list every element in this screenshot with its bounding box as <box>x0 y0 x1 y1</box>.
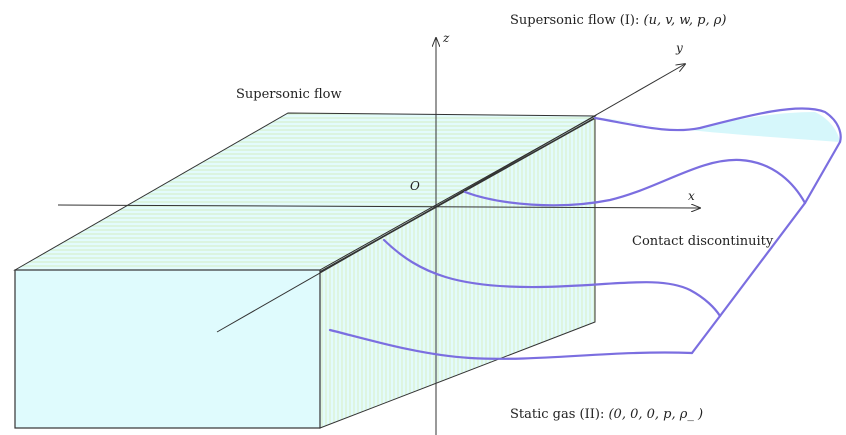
label-static-gas-vars: (0, 0, 0, p, ρ_ ) <box>608 407 703 422</box>
label-static-gas-prefix: Static gas (II): <box>510 407 608 422</box>
contact-sheet-fill <box>595 112 840 142</box>
box-edge-double <box>319 117 596 273</box>
label-y-axis: y <box>675 41 683 55</box>
curve-middle <box>382 238 722 318</box>
label-x-axis: x <box>688 189 695 203</box>
x-axis-line <box>57 205 700 208</box>
box-front-face <box>14 269 321 429</box>
curve-boundary <box>690 140 842 355</box>
label-supersonic-flow-left: Supersonic flow <box>236 87 342 102</box>
label-z-axis: z <box>442 31 450 45</box>
label-supersonic-flow-I-prefix: Supersonic flow (I): <box>510 13 644 28</box>
curve-upper <box>463 158 807 207</box>
curve-top <box>593 107 842 144</box>
label-supersonic-flow-I: Supersonic flow (I): (u, v, w, p, ρ) <box>510 13 726 28</box>
contact-discontinuity-curves <box>328 107 842 360</box>
label-contact-discontinuity: Contact discontinuity <box>632 234 774 249</box>
label-supersonic-flow-I-vars: (u, v, w, p, ρ) <box>644 13 727 28</box>
curve-lower <box>328 328 694 360</box>
label-origin: O <box>410 179 420 193</box>
label-static-gas: Static gas (II): (0, 0, 0, p, ρ_ ) <box>510 407 703 422</box>
